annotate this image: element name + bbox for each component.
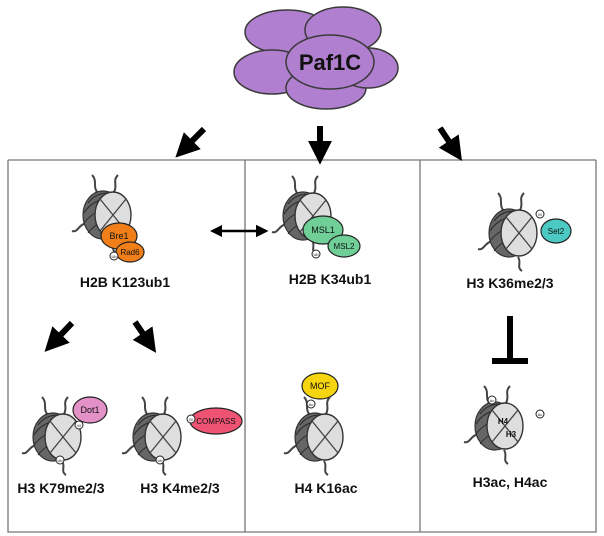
ub-tag-label: Ub [111,254,117,259]
compass-label: COMPASS [196,417,235,426]
ub-tag: Ub [109,251,119,261]
rad6-protein: Rad6 [115,241,145,263]
ub-tag-msl-label: Ub [313,252,319,257]
nucleosome-h3ac-h4ac: H4 H3 Ac Ac [463,385,545,465]
mark-h2b-k123ub1: H2B K123ub1 [80,274,170,290]
msl2-label: MSL2 [334,242,355,251]
ub-tag-compass: Ub [155,455,165,465]
msl1-protein: MSL1 [302,215,344,245]
me-tag-dot1: M [74,420,84,430]
dot1-protein: Dot1 [72,396,108,424]
me-tag-compass-label: M [189,417,192,422]
inhibition-symbol [492,316,528,364]
dot1-label: Dot1 [80,405,99,415]
ub-tag-dot1-label: Ub [57,458,63,463]
nucleosome-h3-k79me23: Dot1 M Ub [21,396,108,476]
arrow-right [437,126,462,161]
histone-h3-label: H3 [506,430,517,439]
paf1c-label: Paf1C [299,50,361,75]
me-tag-set2-label: M [538,212,541,217]
mark-h3-k36me23: H3 K36me2/3 [466,275,553,291]
nucleosome-h2b-k123ub1: Bre1 Rad6 Ub [71,174,145,263]
panel1-lower-arrows [44,320,157,353]
mark-h4-k16ac: H4 K16ac [294,480,357,496]
nucleosome-h3-k36me23: Set2 M [477,192,572,272]
ub-tag-msl: Ub [311,249,321,259]
set2-protein: Set2 [540,218,572,244]
ac-tag-mof-label: Ac [309,402,314,407]
nucleosome-h4-k16ac: MOF Ac [283,372,344,476]
ac-tag-h3-label: Ac [538,412,543,417]
rad6-label: Rad6 [120,248,140,257]
mof-protein: MOF [301,372,339,400]
ac-tag-h4-label: Ac [490,398,495,403]
compass-protein: COMPASS [189,407,243,435]
mark-h3ac-h4ac: H3ac, H4ac [473,474,548,490]
histone-h4-label: H4 [498,417,509,426]
set2-label: Set2 [548,227,565,236]
mark-h3-k79me23: H3 K79me2/3 [17,480,104,496]
ac-tag-mof: Ac [306,399,316,409]
ac-tag-h4: Ac [487,395,497,405]
nucleosome-h3-k4me23: COMPASS M Ub [121,396,243,476]
top-arrows [175,126,462,165]
mark-h3-k4me23: H3 K4me2/3 [140,480,220,496]
panel-frame [7,159,597,533]
bre1-label: Bre1 [109,231,128,241]
double-arrow-left-head [210,225,222,237]
ub-tag-dot1: Ub [55,455,65,465]
msl1-label: MSL1 [311,225,335,235]
ub-tag-compass-label: Ub [157,458,163,463]
arrow-left [175,126,207,158]
me-tag-compass: M [186,414,196,424]
ac-tag-h3: Ac [535,409,545,419]
me-tag-set2: M [535,209,545,219]
mark-h2b-k34ub1: H2B K34ub1 [289,271,372,287]
msl2-protein: MSL2 [327,234,361,258]
paf1c-complex: Paf1C [233,6,399,110]
me-tag-dot1-label: M [77,423,80,428]
mof-label: MOF [310,381,330,391]
nucleosome-h2b-k34ub1: MSL1 MSL2 Ub [271,175,361,259]
